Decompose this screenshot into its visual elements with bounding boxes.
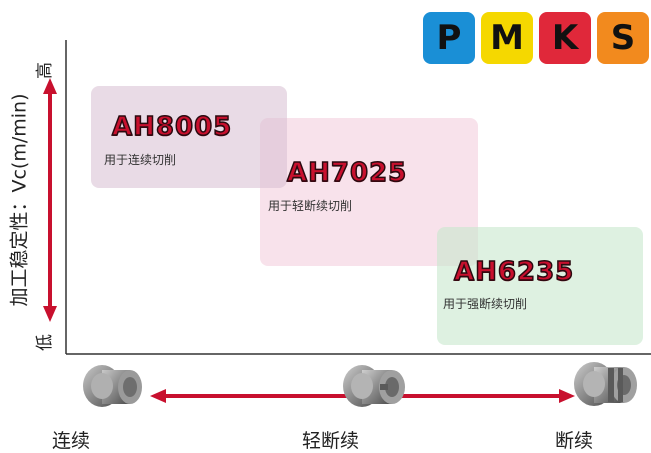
grade-name-ah7025: AH7025 xyxy=(286,157,408,189)
badge-p: P xyxy=(423,12,475,64)
x-axis-label-light-interrupted: 轻断续 xyxy=(302,430,360,452)
grade-desc-ah7025: 用于轻断续切削 xyxy=(268,199,353,213)
grade-name-ah6235: AH6235 xyxy=(453,256,575,288)
grade-box-ah8005 xyxy=(91,86,287,188)
badge-m: M xyxy=(481,12,533,64)
grade-desc-ah6235: 用于强断续切削 xyxy=(443,297,528,311)
x-axis-label-interrupted: 断续 xyxy=(555,430,594,452)
y-axis-high-label: 高 xyxy=(35,62,55,79)
grade-name-ah8005: AH8005 xyxy=(111,111,233,143)
badge-s: S xyxy=(597,12,649,64)
grade-desc-ah8005: 用于连续切削 xyxy=(104,153,177,167)
y-axis-low-label: 低 xyxy=(35,334,55,351)
interrupted-workpiece-icon xyxy=(574,362,637,406)
y-axis-title: 加工稳定性：Vc(m/min) xyxy=(8,93,31,307)
badge-k: K xyxy=(539,12,591,64)
light-interrupted-workpiece-icon xyxy=(343,365,405,407)
continuous-workpiece-icon xyxy=(83,365,142,407)
y-double-arrow xyxy=(43,78,57,322)
x-axis-label-continuous: 连续 xyxy=(52,430,91,452)
grade-box-ah6235 xyxy=(437,227,643,345)
